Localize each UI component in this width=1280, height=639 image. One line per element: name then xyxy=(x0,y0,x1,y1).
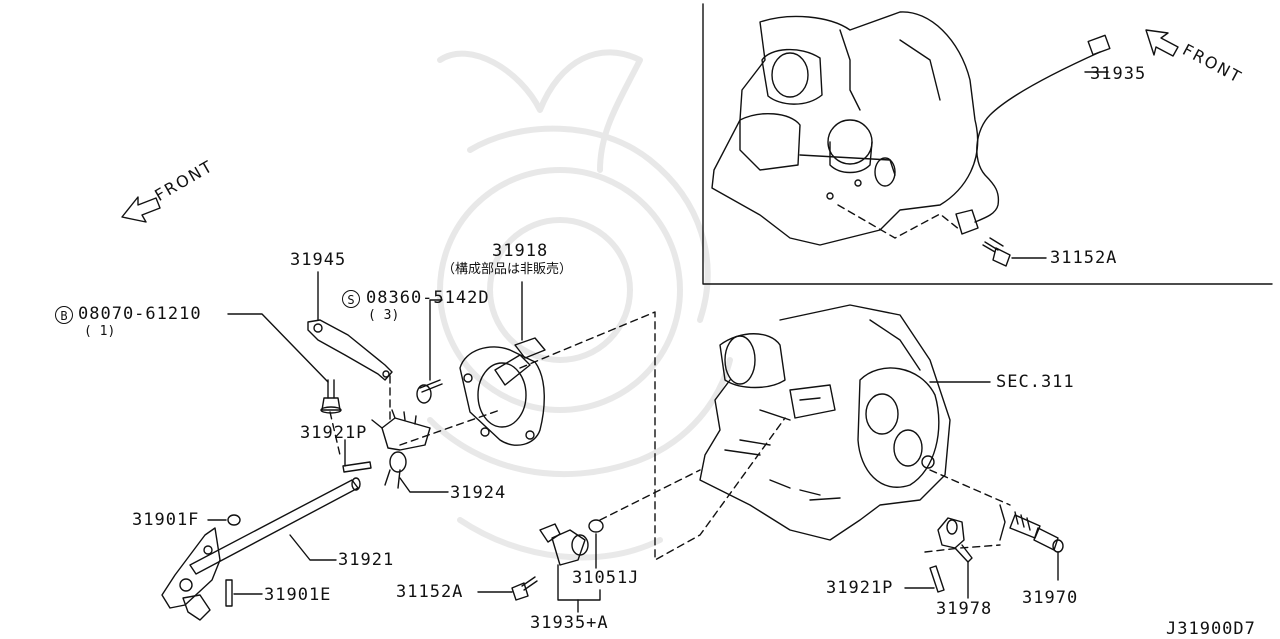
note-31918: （構成部品は非販売） xyxy=(442,262,573,277)
qty-bolt-b: ( 1) xyxy=(84,324,116,339)
leader-screw-s xyxy=(429,299,443,381)
inset-dash xyxy=(837,204,961,239)
leader-31921 xyxy=(289,534,337,561)
pin-31921P-lower xyxy=(929,565,945,593)
label-31901E[interactable]: 31901E xyxy=(264,585,332,605)
bolt-b xyxy=(320,379,342,414)
bracket-31945 xyxy=(307,319,393,381)
o-ring-31051J xyxy=(588,519,604,533)
label-31921P-upper[interactable]: 31921P xyxy=(300,423,368,443)
pin-31901E xyxy=(225,579,233,607)
label-31152A[interactable]: 31152A xyxy=(396,582,464,602)
label-31901F[interactable]: 31901F xyxy=(132,510,200,530)
bracket-leader-31935A xyxy=(557,564,601,601)
lever-31924 xyxy=(371,409,431,489)
leader-bolt-b xyxy=(227,313,329,383)
sensor-31935 xyxy=(539,523,589,566)
label-31921P-lower[interactable]: 31921P xyxy=(826,578,894,598)
front-arrow-icon xyxy=(121,196,161,223)
inset-transmission-housing xyxy=(711,11,979,246)
sensor-assembly-31918 xyxy=(459,337,546,446)
label-31051J[interactable]: 31051J xyxy=(572,568,640,588)
screw-s xyxy=(416,379,443,404)
label-31970[interactable]: 31970 xyxy=(1022,588,1079,608)
assembly-dashed-lines xyxy=(329,311,1011,561)
watermark-emblem xyxy=(427,49,733,561)
bolt-31152A xyxy=(511,576,538,601)
label-31918[interactable]: 31918 xyxy=(492,241,549,261)
pin-31921P-upper xyxy=(342,461,372,473)
switch-31970 xyxy=(999,504,1064,553)
label-31921[interactable]: 31921 xyxy=(338,550,395,570)
bolt-inset xyxy=(982,237,1011,267)
nut-31901F xyxy=(227,514,241,526)
qty-screw-s: ( 3) xyxy=(368,308,400,323)
label-31935A[interactable]: 31935+A xyxy=(530,613,609,633)
label-screw-s[interactable]: 08360-5142D xyxy=(366,288,490,308)
bolt-b-symbol-icon: B xyxy=(55,306,73,324)
inset-frame xyxy=(702,3,1273,285)
label-31945[interactable]: 31945 xyxy=(290,250,347,270)
transmission-case xyxy=(699,304,951,541)
leader-31924 xyxy=(399,477,449,493)
bracket-31978 xyxy=(937,517,973,563)
diagram-code: J31900D7 xyxy=(1166,619,1256,639)
screw-s-symbol-icon: S xyxy=(342,290,360,308)
sensor-harness-inset xyxy=(955,34,1111,235)
shaft-31921 xyxy=(161,477,361,621)
label-bolt-b[interactable]: 08070-61210 xyxy=(78,304,202,324)
label-sec311[interactable]: SEC.311 xyxy=(996,372,1075,392)
label-31935[interactable]: 31935 xyxy=(1090,64,1147,84)
label-31924[interactable]: 31924 xyxy=(450,483,507,503)
label-31978[interactable]: 31978 xyxy=(936,599,993,619)
front-arrow-inset-icon xyxy=(1145,29,1179,57)
label-31152A-inset[interactable]: 31152A xyxy=(1050,248,1118,268)
